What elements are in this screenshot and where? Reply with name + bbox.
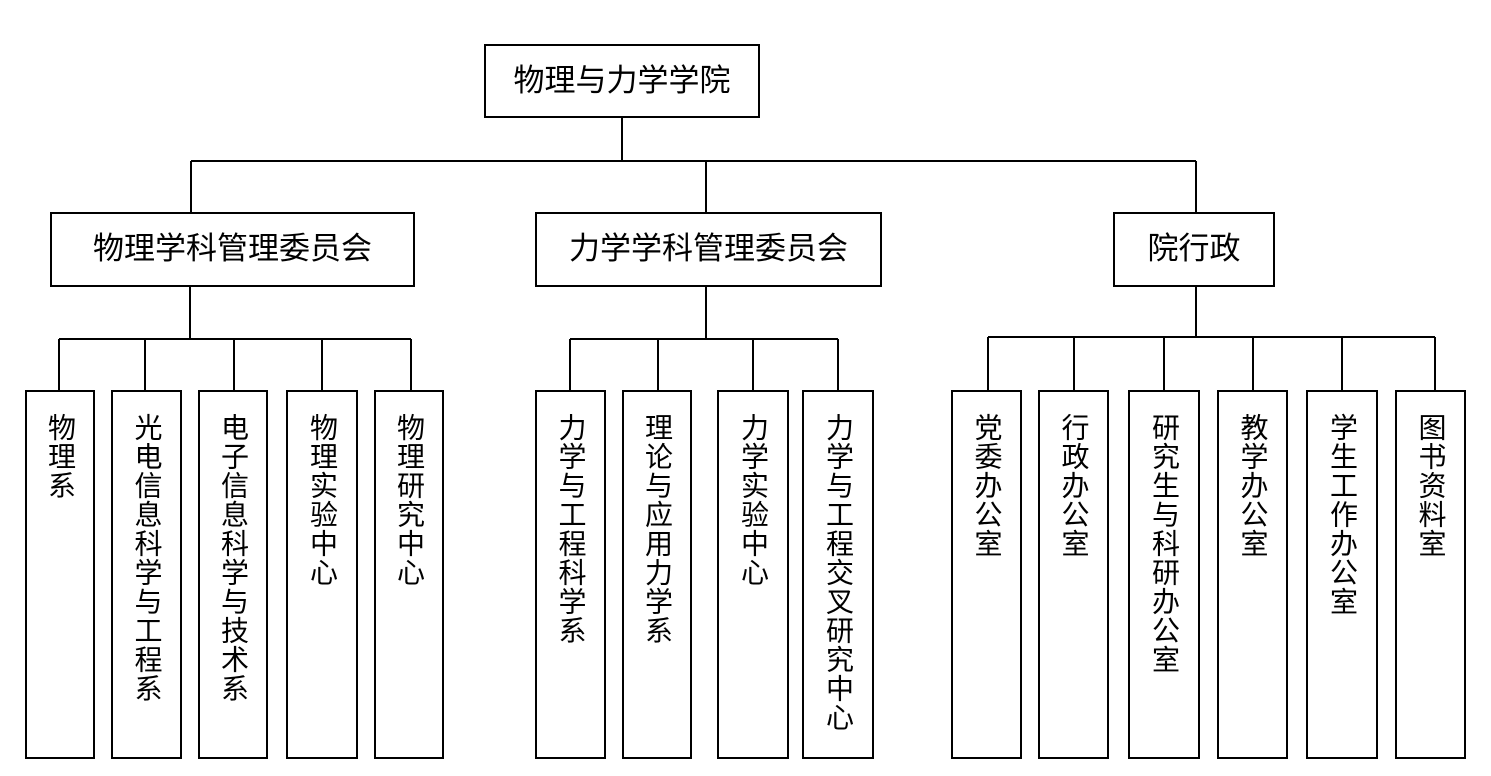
org-root-node: 物理与力学学院	[484, 44, 760, 118]
unit-label-applied-mechanics-dept: 理论与应用力学系	[641, 413, 674, 645]
unit-label-electronic-info-dept: 电子信息科学与技术系	[217, 413, 250, 703]
unit-box-physics-research-center: 物理研究中心	[374, 390, 444, 759]
unit-box-teaching-office: 教学办公室	[1217, 390, 1288, 759]
unit-label-mechanics-engineering-dept: 力学与工程科学系	[554, 413, 588, 645]
unit-box-admin-office: 行政办公室	[1038, 390, 1109, 759]
unit-box-mechanics-engineering-dept: 力学与工程科学系	[535, 390, 606, 759]
unit-box-applied-mechanics-dept: 理论与应用力学系	[622, 390, 692, 759]
unit-label-library-room: 图书资料室	[1414, 413, 1448, 558]
unit-label-interdisciplinary-center: 力学与工程交叉研究中心	[822, 413, 855, 732]
group-node-physics-committee: 物理学科管理委员会	[50, 212, 415, 287]
unit-label-student-affairs-office: 学生工作办公室	[1326, 413, 1359, 616]
unit-label-physics-lab-center: 物理实验中心	[306, 413, 339, 587]
unit-label-optoelectronic-dept: 光电信息科学与工程系	[130, 413, 164, 703]
unit-label-mechanics-lab-center: 力学实验中心	[737, 413, 770, 587]
unit-box-physics-lab-center: 物理实验中心	[286, 390, 358, 759]
unit-box-library-room: 图书资料室	[1395, 390, 1466, 759]
group-node-administration: 院行政	[1113, 212, 1275, 287]
group-label-administration: 院行政	[1147, 231, 1241, 267]
group-node-mechanics-committee: 力学学科管理委员会	[535, 212, 882, 287]
unit-label-teaching-office: 教学办公室	[1236, 413, 1270, 558]
unit-label-graduate-research-office: 研究生与科研办公室	[1148, 413, 1181, 674]
unit-box-optoelectronic-dept: 光电信息科学与工程系	[111, 390, 182, 759]
unit-box-mechanics-lab-center: 力学实验中心	[717, 390, 789, 759]
unit-box-interdisciplinary-center: 力学与工程交叉研究中心	[802, 390, 874, 759]
unit-box-physics-dept: 物理系	[25, 390, 95, 759]
unit-box-graduate-research-office: 研究生与科研办公室	[1128, 390, 1200, 759]
unit-label-party-office: 党委办公室	[970, 413, 1004, 558]
unit-label-physics-research-center: 物理研究中心	[393, 413, 426, 587]
group-label-mechanics-committee: 力学学科管理委员会	[569, 231, 848, 267]
unit-box-student-affairs-office: 学生工作办公室	[1306, 390, 1378, 759]
org-root-label: 物理与力学学院	[513, 62, 731, 99]
unit-label-admin-office: 行政办公室	[1057, 413, 1091, 558]
unit-label-physics-dept: 物理系	[44, 413, 77, 500]
group-label-physics-committee: 物理学科管理委员会	[93, 231, 372, 267]
unit-box-party-office: 党委办公室	[951, 390, 1022, 759]
unit-box-electronic-info-dept: 电子信息科学与技术系	[198, 390, 268, 759]
